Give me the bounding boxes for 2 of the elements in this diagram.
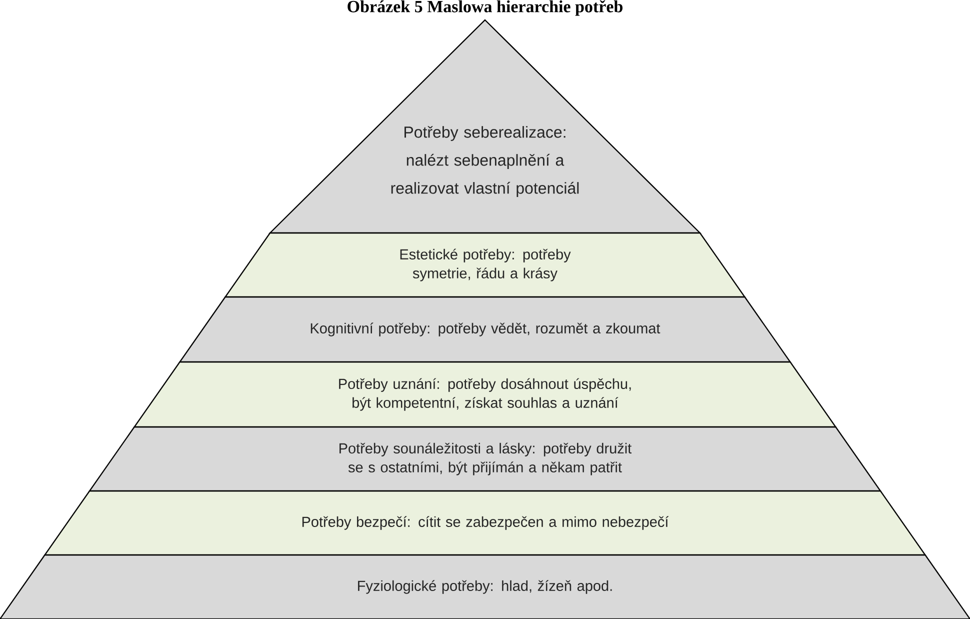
- figure-title: Obrázek 5 Maslowa hierarchie potřeb: [348, 0, 622, 16]
- pyramid-level: Fyziologické potřeby: hlad, žízeň apod.: [0, 554, 970, 619]
